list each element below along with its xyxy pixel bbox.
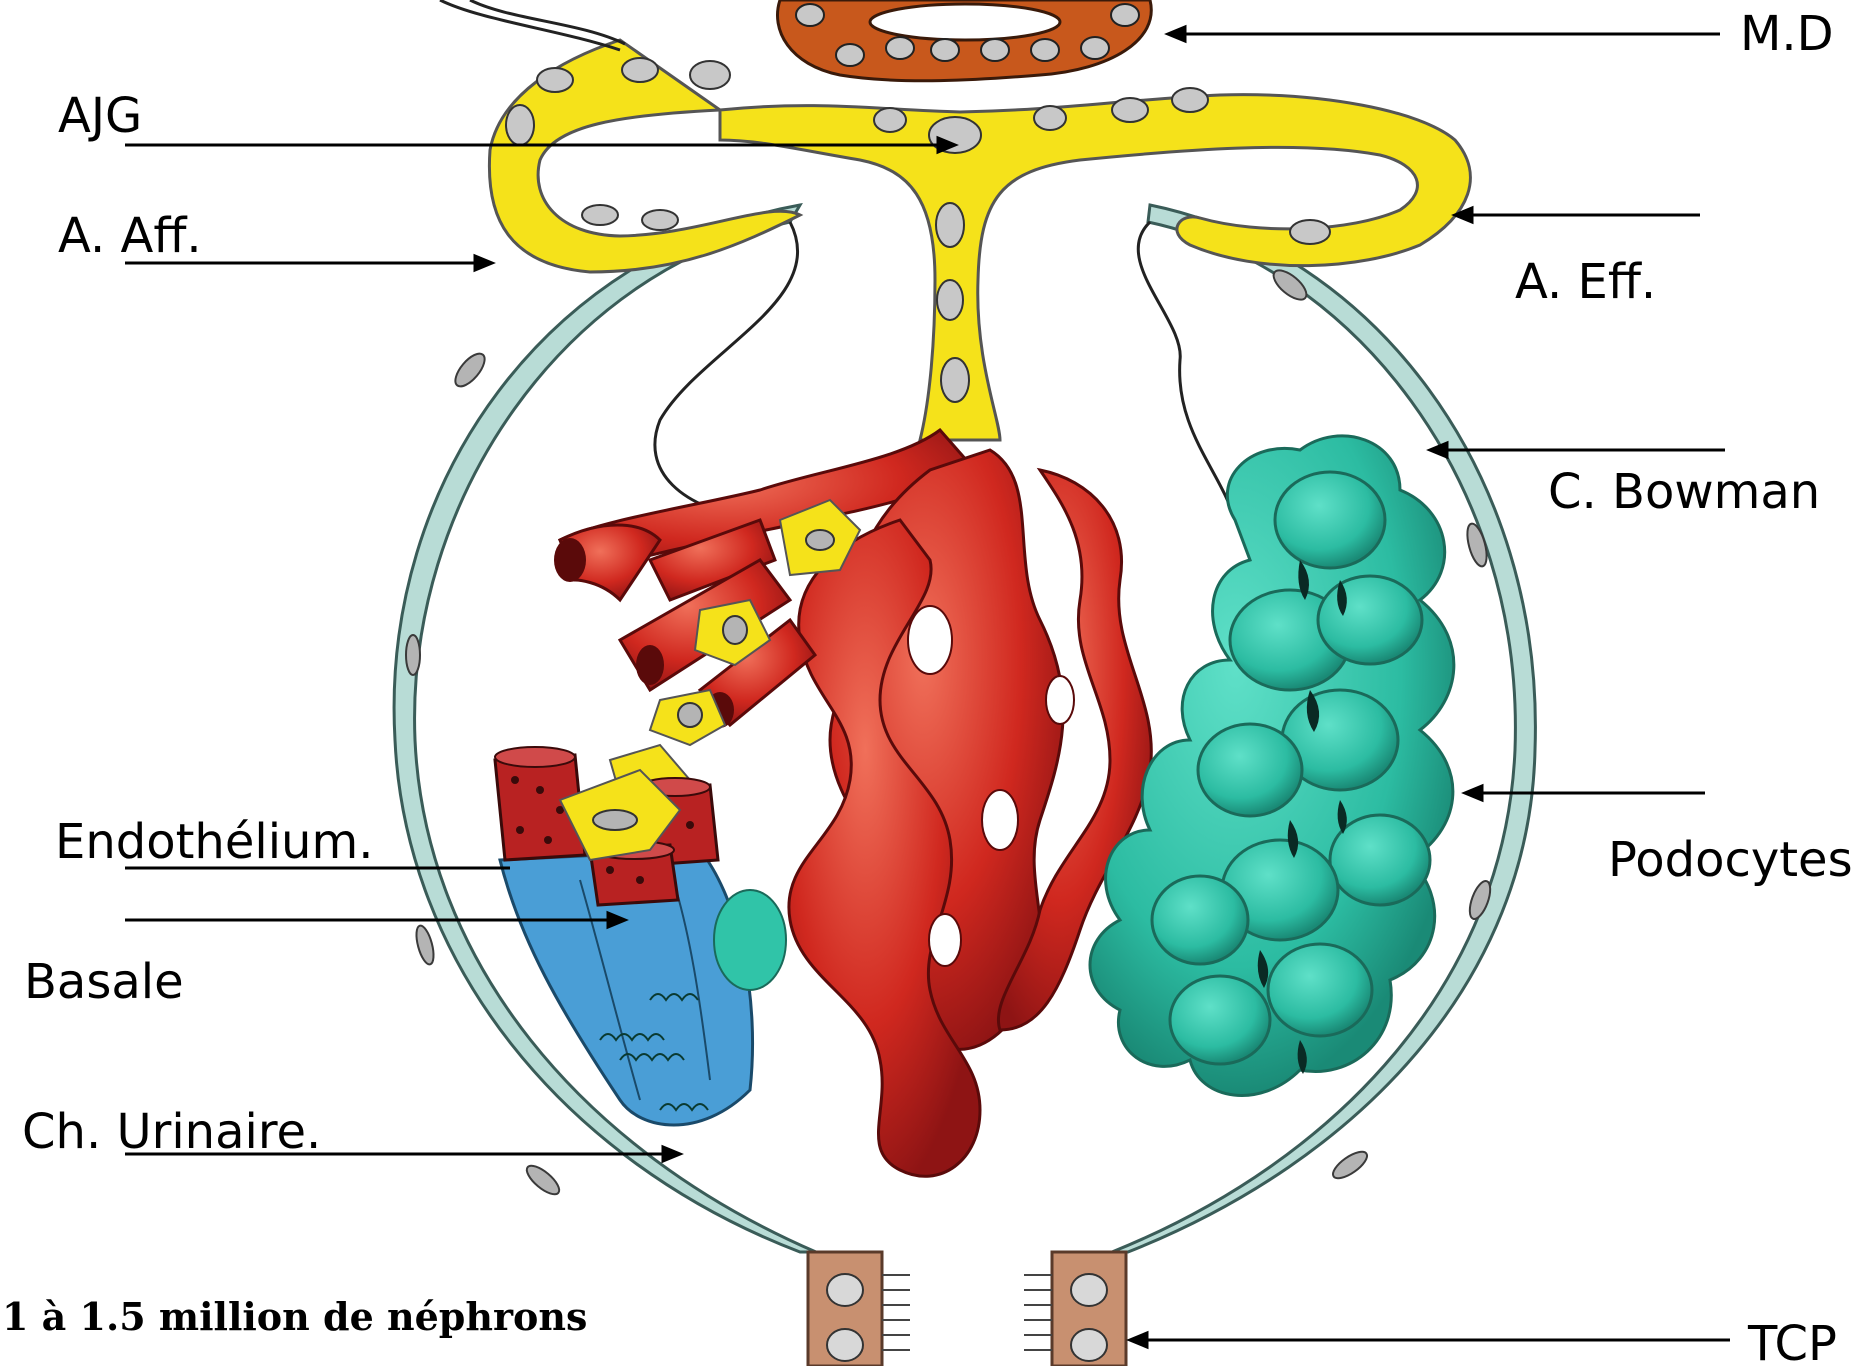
macula-densa <box>778 0 1152 81</box>
label-endothelium: Endothélium. <box>55 818 373 866</box>
vascular-pole-right <box>1138 222 1235 520</box>
label-basal-lamina: Basale <box>24 958 184 1006</box>
label-macula-densa: M.D <box>1740 10 1834 58</box>
label-ajg: AJG <box>58 92 142 140</box>
caption-nephron-count: 1 à 1.5 million de néphrons <box>2 1298 587 1336</box>
label-afferent-arteriole: A. Aff. <box>58 212 202 260</box>
label-urinary-chamber: Ch. Urinaire. <box>22 1108 321 1156</box>
label-podocytes: Podocytes <box>1608 836 1853 884</box>
label-efferent-arteriole: A. Eff. <box>1515 258 1656 306</box>
label-proximal-tubule: TCP <box>1748 1320 1837 1368</box>
proximal-tubule <box>808 1252 1126 1366</box>
label-bowman-capsule: C. Bowman <box>1548 468 1820 516</box>
